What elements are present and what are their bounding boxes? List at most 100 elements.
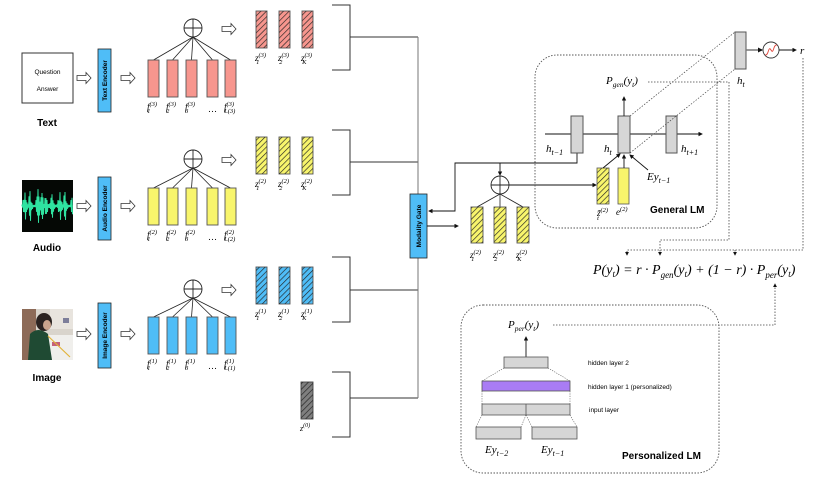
feature-vector	[166, 187, 179, 226]
formula-connectors	[553, 58, 804, 326]
text-input-group: Question Answer Text	[21, 52, 74, 129]
z-label: z(1)2	[277, 308, 289, 322]
feature-label: f(3)2	[166, 101, 176, 115]
z-vector-hatch	[256, 267, 267, 304]
svg-text:ht: ht	[604, 143, 613, 157]
child-photo-image	[22, 309, 73, 360]
attention-sum-icon	[183, 18, 203, 38]
general-lm-title: General LM	[650, 205, 704, 216]
svg-text:Eyt−1: Eyt−1	[540, 444, 564, 458]
z-vector-hatch	[279, 137, 290, 174]
h-t-gate-label: h	[737, 75, 743, 87]
gated-z-label: z(2)K	[515, 249, 527, 263]
feature-vector	[224, 59, 237, 98]
hidden-layer-2	[503, 356, 549, 369]
encoder-to-features-arrow	[120, 327, 136, 341]
svg-text:ht−1: ht−1	[546, 143, 563, 157]
encoder-label: Image Encoder	[102, 312, 109, 359]
feature-label: f(2)3	[184, 229, 195, 243]
feature-label: f(3)L(3)	[223, 101, 235, 115]
feature-label: f(1)1	[147, 358, 157, 372]
z0-vector-hatch	[301, 382, 313, 419]
e-label: e(2)	[616, 206, 628, 217]
question-text: Question	[34, 69, 60, 76]
feature-label: f(3)3	[184, 101, 195, 115]
bracket-image	[332, 256, 418, 323]
image-modality-label: Image	[33, 373, 62, 384]
z-label: z(2)2	[277, 178, 289, 192]
feature-vector	[185, 59, 198, 98]
gated-z-vector-hatch	[494, 207, 506, 243]
input-to-encoder-arrow	[76, 71, 92, 85]
z-label: z(3)2	[277, 52, 289, 66]
attention-sum-icon	[183, 279, 203, 299]
h-prev-label: h	[546, 143, 552, 155]
r-output-label: r	[800, 45, 805, 57]
ey-prev2-label: Ey	[484, 444, 497, 456]
bracket-text	[332, 4, 418, 71]
null-modality-row: z(0)	[299, 381, 314, 433]
attention-to-z-arrow	[221, 22, 237, 36]
h-t-gate-cell	[734, 31, 747, 70]
attention-sum-icon	[183, 149, 203, 169]
z-label: z(3)K	[300, 52, 312, 66]
feature-label: f(3)1	[147, 101, 157, 115]
h-cur-label: h	[604, 143, 610, 155]
hidden-layer-2-label: hidden layer 2	[588, 360, 629, 367]
gated-z-vector-hatch	[517, 207, 529, 243]
feature-ellipsis: …	[208, 232, 217, 242]
modality-gate: Modality Gate	[409, 193, 428, 259]
h-cur-cell	[617, 115, 631, 154]
encoder-to-features-arrow	[120, 199, 136, 213]
gated-attention-sum-icon	[490, 175, 510, 195]
encoder-label: Audio Encoder	[102, 185, 109, 232]
z-vector-hatch	[302, 11, 313, 48]
feature-vector	[166, 59, 179, 98]
h-prev-cell	[570, 115, 584, 154]
ey-prev1-label: Ey	[540, 444, 553, 456]
input-to-encoder-arrow	[76, 199, 92, 213]
feature-vector	[224, 316, 237, 355]
h-prev-to-gate-line	[428, 153, 578, 214]
ey-prev2-embedding	[475, 426, 522, 440]
feature-vector	[147, 59, 160, 98]
ey-prev-label: Eyt−1	[646, 171, 670, 185]
feature-vector	[185, 187, 198, 226]
svg-text:Eyt−2: Eyt−2	[484, 444, 508, 458]
answer-text: Answer	[37, 86, 60, 93]
feature-vector	[147, 316, 160, 355]
encoder-to-features-arrow	[120, 71, 136, 85]
z-label: z(3)1	[254, 52, 266, 66]
feature-vector	[206, 59, 219, 98]
encoder-box	[97, 48, 112, 113]
text-input-box	[21, 52, 74, 104]
audio-modality-label: Audio	[33, 243, 61, 254]
text-modality-label: Text	[37, 118, 57, 129]
attention-to-z-arrow	[221, 283, 237, 297]
svg-text:ht+1: ht+1	[681, 143, 698, 157]
z-label: z(2)1	[254, 178, 266, 192]
bracket-null	[332, 371, 418, 438]
z-vector-hatch	[279, 267, 290, 304]
z-label: z(2)K	[300, 178, 312, 192]
z-vector-hatch	[279, 11, 290, 48]
feature-vector	[206, 187, 219, 226]
general-lm-boundary	[534, 54, 718, 229]
encoder-box	[97, 176, 112, 241]
feature-vector	[185, 316, 198, 355]
feature-vector	[206, 316, 219, 355]
bracket-audio	[332, 129, 418, 196]
feature-vector	[224, 187, 237, 226]
encoder-box	[97, 302, 112, 369]
z-vector-hatch	[302, 137, 313, 174]
z-label: z(1)1	[254, 308, 266, 322]
z-vector-hatch	[256, 137, 267, 174]
hidden-layer-1-personalized	[481, 380, 571, 392]
z-vector-hatch	[302, 267, 313, 304]
feature-label: f(2)L(2)	[223, 229, 235, 243]
